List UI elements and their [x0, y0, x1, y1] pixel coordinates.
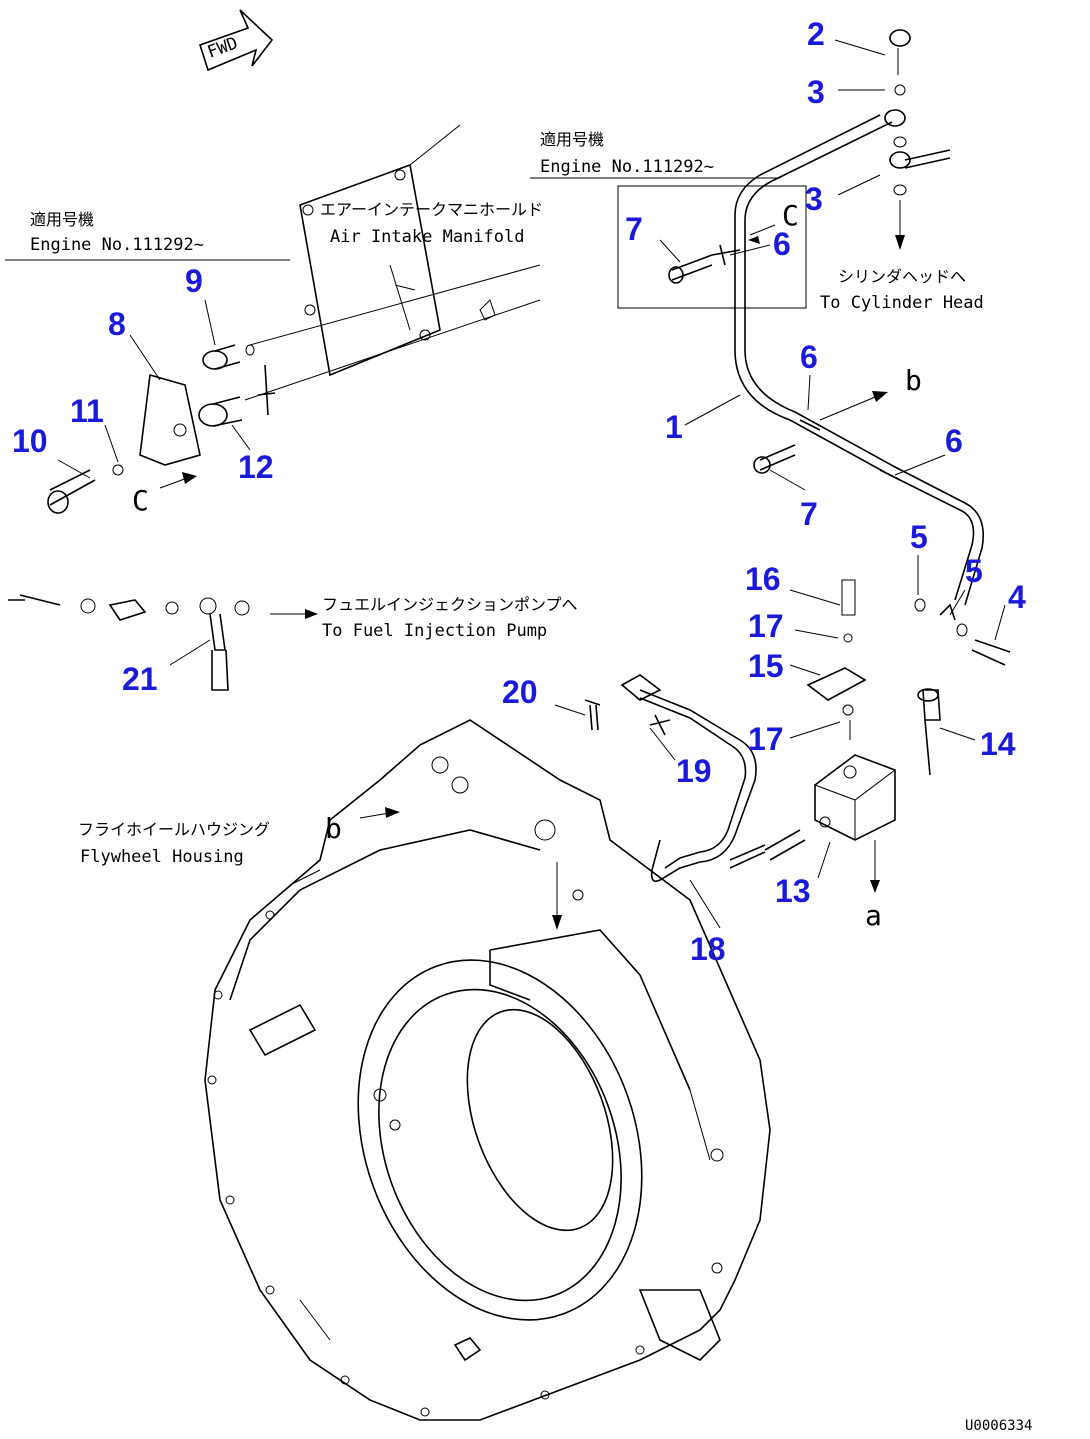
callout-6c: 6	[945, 423, 963, 459]
callout-3b: 3	[805, 181, 823, 217]
reference-arrows: b b C C a	[132, 199, 922, 932]
svg-text:適用号機: 適用号機	[30, 210, 94, 229]
callout-6a: 6	[773, 226, 791, 262]
svg-text:a: a	[865, 899, 882, 932]
drawing-code: U0006334	[965, 1418, 1032, 1434]
callout-13: 13	[775, 873, 811, 909]
callout-8: 8	[108, 306, 126, 342]
callout-14: 14	[980, 726, 1016, 762]
tube-18	[584, 674, 766, 883]
callout-6b: 6	[800, 339, 818, 375]
svg-text:C: C	[132, 484, 149, 517]
serial-note-right: 適用号機 Engine No.111292~	[530, 130, 807, 309]
bracket-assembly	[47, 264, 541, 514]
svg-text:エアーインテークマニホールド: エアーインテークマニホールド	[320, 200, 543, 219]
svg-text:Engine No.111292~: Engine No.111292~	[540, 157, 714, 177]
block-assembly	[764, 579, 941, 893]
callout-20: 20	[502, 674, 538, 710]
callout-9: 9	[185, 263, 203, 299]
callout-3a: 3	[807, 74, 825, 110]
svg-text:b: b	[325, 812, 342, 845]
callout-21: 21	[122, 661, 158, 697]
svg-text:適用号機: 適用号機	[540, 130, 604, 149]
callout-5a: 5	[910, 519, 928, 555]
serial-note-left: 適用号機 Engine No.111292~	[5, 210, 290, 261]
callout-numbers: 1 2 3 3 4 5 5 6 6 6 7 7 8 9 10 11 12 13 …	[12, 16, 1026, 967]
svg-text:To Fuel Injection Pump: To Fuel Injection Pump	[322, 621, 547, 641]
callout-18: 18	[690, 931, 726, 967]
detail-box	[617, 185, 807, 309]
callout-15: 15	[748, 648, 784, 684]
fuel-line-assembly: フュエルインジェクションポンプへ To Fuel Injection Pump	[8, 594, 578, 691]
callout-4: 4	[1008, 579, 1026, 615]
callout-10: 10	[12, 423, 48, 459]
callout-19: 19	[676, 753, 712, 789]
leader-lines	[57, 39, 1006, 929]
air-intake-manifold: エアーインテークマニホールド Air Intake Manifold	[299, 124, 543, 377]
callout-17a: 17	[748, 608, 784, 644]
callout-7a: 7	[625, 211, 643, 247]
callout-5b: 5	[965, 553, 983, 589]
callout-7b: 7	[800, 496, 818, 532]
tube-assembly: シリンダヘッドへ To Cylinder Head	[668, 29, 1011, 666]
callout-16: 16	[745, 561, 781, 597]
svg-text:シリンダヘッドへ: シリンダヘッドへ	[838, 267, 966, 286]
svg-text:Engine No.111292~: Engine No.111292~	[30, 235, 204, 255]
svg-text:C: C	[782, 199, 799, 232]
callout-12: 12	[238, 449, 274, 485]
callout-17b: 17	[748, 721, 784, 757]
callout-1: 1	[665, 409, 683, 445]
svg-text:Flywheel Housing: Flywheel Housing	[80, 847, 244, 867]
fwd-arrow-icon: FWD	[199, 9, 274, 72]
svg-text:To Cylinder Head: To Cylinder Head	[820, 293, 984, 313]
svg-text:b: b	[905, 364, 922, 397]
callout-11: 11	[70, 393, 104, 429]
svg-text:フュエルインジェクションポンプへ: フュエルインジェクションポンプへ	[322, 595, 578, 614]
flywheel-housing: フライホイールハウジング Flywheel Housing	[78, 719, 771, 1421]
svg-text:Air Intake Manifold: Air Intake Manifold	[330, 227, 524, 247]
svg-text:フライホイールハウジング: フライホイールハウジング	[78, 820, 270, 839]
callout-2: 2	[807, 16, 825, 52]
